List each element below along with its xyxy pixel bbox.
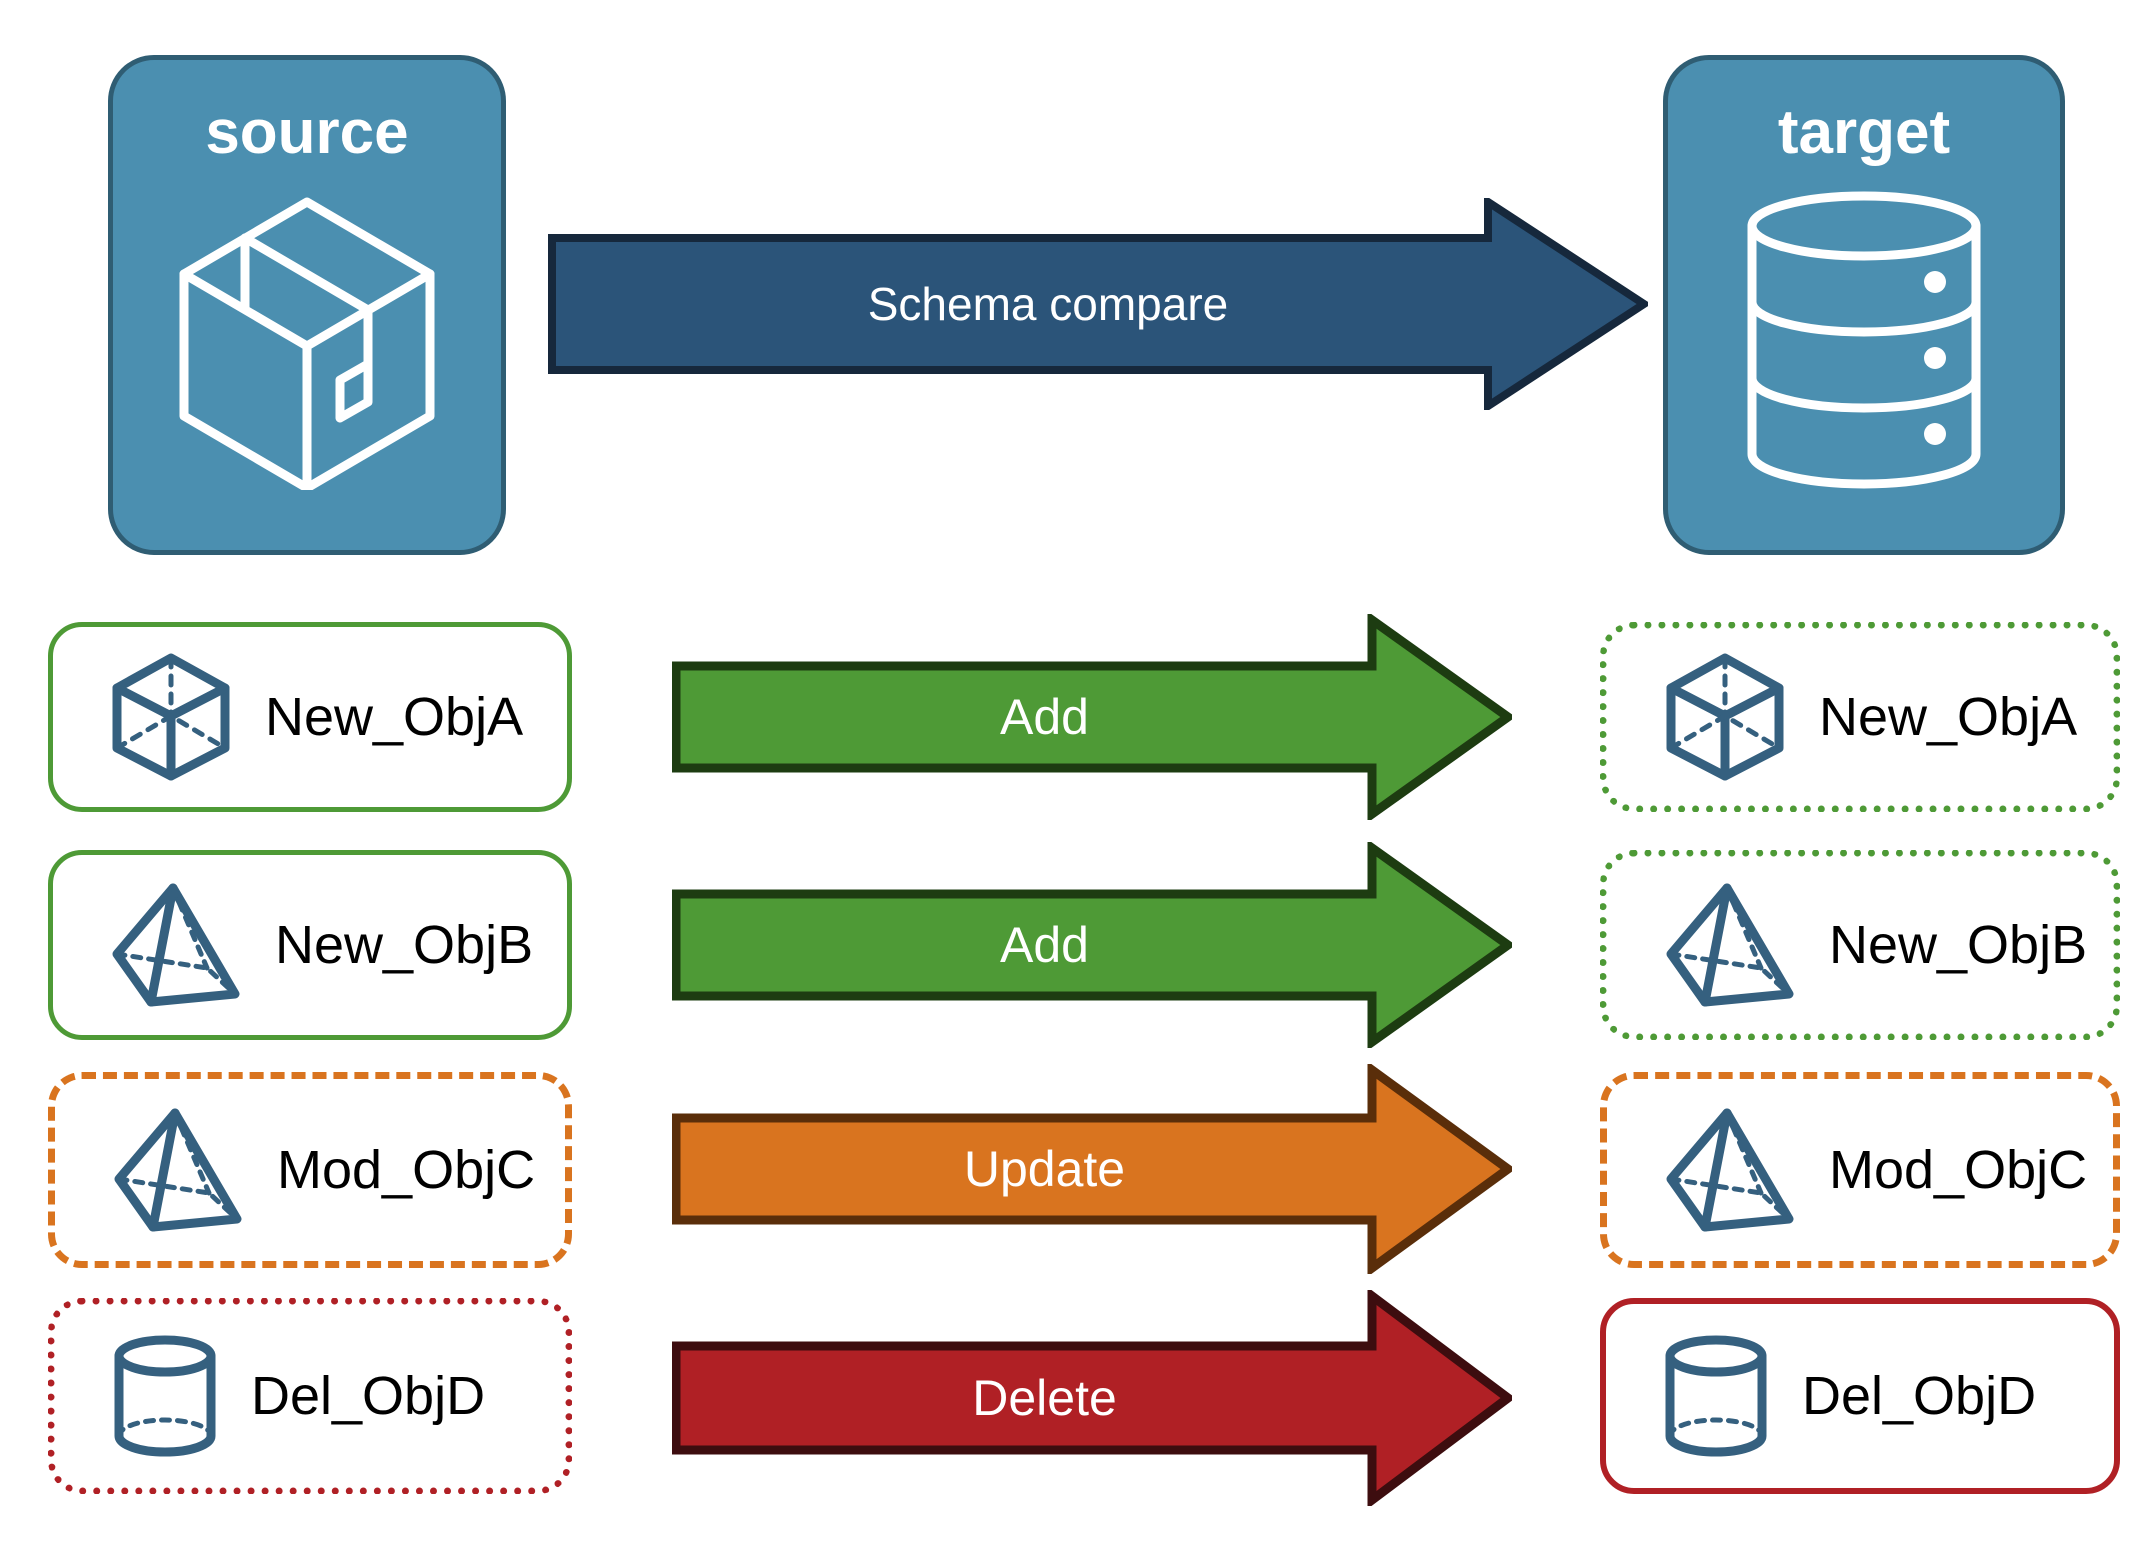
- schema-compare-label: Schema compare: [867, 278, 1229, 330]
- target-object-label: Del_ObjD: [1802, 1366, 2037, 1426]
- action-arrow-label: Delete: [972, 1370, 1117, 1426]
- wireframe-cylinder-icon: [1664, 1334, 1768, 1458]
- target-title: target: [1777, 98, 1951, 167]
- source-endpoint-panel: source: [108, 55, 506, 555]
- wireframe-pyramid-icon: [111, 882, 241, 1008]
- source-object-label: New_ObjA: [265, 687, 524, 747]
- wireframe-cylinder-icon: [113, 1334, 217, 1458]
- action-arrow-label: Update: [963, 1141, 1126, 1197]
- wireframe-cube-icon: [1665, 652, 1785, 782]
- action-arrow-add: Add: [672, 614, 1512, 820]
- target-object-box[interactable]: New_ObjB: [1600, 850, 2120, 1040]
- schema-compare-arrow: Schema compare: [548, 198, 1648, 410]
- target-object-box[interactable]: Mod_ObjC: [1600, 1072, 2120, 1268]
- target-object-label: New_ObjA: [1819, 687, 2078, 747]
- wireframe-pyramid-icon: [1665, 882, 1795, 1008]
- source-object-label: Del_ObjD: [251, 1366, 486, 1426]
- wireframe-cube-icon: [111, 652, 231, 782]
- package-box-icon: [172, 190, 442, 490]
- source-object-box[interactable]: New_ObjA: [48, 622, 572, 812]
- source-title: source: [205, 98, 409, 167]
- source-object-label: Mod_ObjC: [277, 1140, 536, 1200]
- action-arrow-label: Add: [1000, 917, 1089, 973]
- source-object-box[interactable]: Mod_ObjC: [48, 1072, 572, 1268]
- source-object-box[interactable]: New_ObjB: [48, 850, 572, 1040]
- action-arrow-label: Add: [1000, 689, 1089, 745]
- wireframe-pyramid-icon: [1665, 1107, 1795, 1233]
- target-object-label: Mod_ObjC: [1829, 1140, 2088, 1200]
- wireframe-pyramid-icon: [113, 1107, 243, 1233]
- target-object-label: New_ObjB: [1829, 915, 2088, 975]
- action-arrow-delete: Delete: [672, 1290, 1512, 1506]
- source-object-box[interactable]: Del_ObjD: [48, 1298, 572, 1494]
- target-endpoint-panel: target: [1663, 55, 2065, 555]
- source-object-label: New_ObjB: [275, 915, 534, 975]
- target-object-box[interactable]: New_ObjA: [1600, 622, 2120, 812]
- action-arrow-add: Add: [672, 842, 1512, 1048]
- action-arrow-update: Update: [672, 1064, 1512, 1274]
- database-cylinder-icon: [1739, 190, 1989, 490]
- target-object-box[interactable]: Del_ObjD: [1600, 1298, 2120, 1494]
